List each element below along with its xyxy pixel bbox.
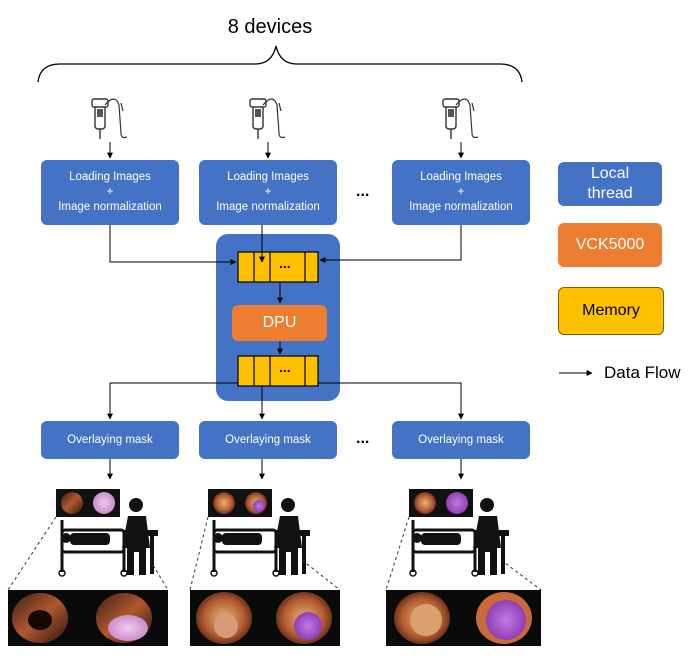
diagram-title: 8 devices bbox=[227, 16, 313, 38]
overlay-box-1: Overlaying mask bbox=[41, 421, 179, 459]
loading-line-3: Image normalization bbox=[58, 201, 162, 213]
devices-brace bbox=[37, 45, 523, 83]
legend-memory: Memory bbox=[558, 287, 664, 335]
loading-line-1: Loading Images bbox=[227, 171, 309, 183]
patient-bed-icon bbox=[210, 520, 280, 577]
equipment-cart-icon bbox=[495, 530, 509, 574]
doctor-icon bbox=[274, 498, 302, 575]
loading-line-2: + bbox=[264, 186, 272, 198]
overlay-box-2: Overlaying mask bbox=[199, 421, 337, 459]
legend-local-thread: Local thread bbox=[558, 162, 662, 206]
loading-line-1: Loading Images bbox=[69, 171, 151, 183]
legend-vck5000-label: VCK5000 bbox=[575, 236, 645, 253]
equipment-cart-icon bbox=[144, 530, 158, 574]
dpu-box bbox=[232, 305, 327, 341]
loading-line-3: Image normalization bbox=[409, 201, 513, 213]
legend-memory-label: Memory bbox=[582, 302, 640, 319]
overlay-label: Overlaying mask bbox=[418, 433, 504, 446]
loading-line-2: + bbox=[457, 186, 465, 198]
overlay-box-3: Overlaying mask bbox=[392, 421, 530, 459]
loading-line-3: Image normalization bbox=[216, 201, 320, 213]
dpu-label: DPU bbox=[262, 314, 297, 331]
data-flow-arrow bbox=[318, 382, 464, 420]
input-memory-queue bbox=[237, 251, 319, 283]
loading-line-2: + bbox=[106, 186, 114, 198]
loading-box-1: Loading Images + Image normalization bbox=[41, 160, 179, 225]
doctor-icon bbox=[122, 498, 150, 575]
legend-vck5000: VCK5000 bbox=[558, 223, 662, 267]
loading-line-1: Loading Images bbox=[420, 171, 502, 183]
data-flow-arrow bbox=[107, 382, 238, 420]
loading-box-3: Loading Images + Image normalization bbox=[392, 160, 530, 225]
output-queue-dots: ... bbox=[279, 359, 291, 375]
endoscope-icon bbox=[442, 98, 479, 139]
clinic-scene-2 bbox=[189, 489, 341, 646]
clinic-scene-1 bbox=[7, 489, 169, 646]
loading-box-2: Loading Images + Image normalization bbox=[199, 160, 337, 225]
clinic-scene-3 bbox=[385, 489, 542, 646]
equipment-cart-icon bbox=[296, 530, 310, 574]
overlay-label: Overlaying mask bbox=[225, 433, 311, 446]
patient-bed-icon bbox=[409, 520, 479, 577]
legend-local-thread-label: Local thread bbox=[587, 165, 633, 202]
legend-data-flow-label: Data Flow bbox=[604, 363, 681, 382]
output-memory-queue bbox=[237, 355, 319, 387]
overlay-label: Overlaying mask bbox=[67, 433, 153, 446]
loading-ellipsis: ... bbox=[356, 183, 370, 200]
doctor-icon bbox=[473, 498, 501, 575]
patient-bed-icon bbox=[58, 520, 128, 577]
data-flow-arrow bbox=[319, 225, 462, 263]
input-queue-dots: ... bbox=[279, 255, 291, 271]
data-flow-arrow bbox=[109, 225, 237, 265]
overlay-ellipsis: ... bbox=[356, 430, 370, 447]
endoscope-icon bbox=[91, 98, 128, 139]
endoscope-icon bbox=[249, 98, 286, 139]
